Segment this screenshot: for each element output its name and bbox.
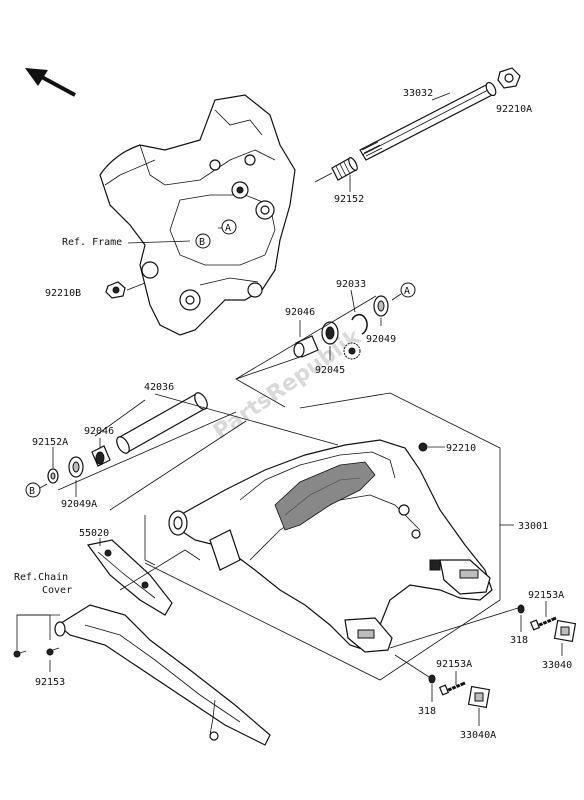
label-33040: 33040	[542, 660, 572, 671]
seal-92049	[373, 295, 389, 317]
label-42036: 42036	[144, 382, 174, 393]
label-92210: 92210	[446, 443, 476, 454]
watermark-text: PartsRepublik	[209, 324, 367, 445]
washer-92152a	[47, 468, 59, 484]
marker-b-frame: B	[195, 233, 211, 249]
bolt-92153a-bottom	[438, 681, 466, 696]
label-92152a: 92152A	[32, 437, 68, 448]
front-arrow-icon	[25, 68, 76, 97]
label-ref-chain: Ref.Chain	[14, 572, 68, 583]
seal-92049a	[68, 456, 84, 478]
nut-92210b	[105, 281, 126, 299]
part-labels: 33032 92210A 92152 Ref. Frame 92210B 920…	[14, 88, 572, 741]
swingarm-33001	[168, 439, 493, 653]
washer-318-right	[517, 604, 525, 614]
svg-text:B: B	[29, 486, 35, 497]
pivot-collar-42036	[116, 392, 208, 454]
label-55020: 55020	[79, 528, 109, 539]
label-ref-frame: Ref. Frame	[62, 237, 122, 248]
label-92046-top: 92046	[285, 307, 315, 318]
marker-b-seal: B	[25, 482, 41, 498]
label-92046-left: 92046	[84, 426, 114, 437]
marker-a-frame: A	[221, 219, 237, 235]
label-92152: 92152	[334, 194, 364, 205]
label-92049a: 92049A	[61, 499, 97, 510]
label-92033: 92033	[336, 279, 366, 290]
circlip-92033	[351, 313, 368, 335]
label-92049: 92049	[366, 334, 396, 345]
bolt-92153-b	[46, 647, 60, 656]
marker-a-seal: A	[400, 282, 416, 298]
adjuster-33040a	[467, 685, 491, 709]
label-33040a: 33040A	[460, 730, 496, 741]
collar-92152	[331, 157, 358, 181]
bearing-92045	[321, 321, 361, 360]
bolt-92153-a	[13, 650, 27, 658]
label-cover: Cover	[42, 585, 72, 596]
label-33001: 33001	[518, 521, 548, 532]
label-92153: 92153	[35, 677, 65, 688]
needle-bearing-92046-left	[91, 445, 111, 467]
label-33032: 33032	[403, 88, 433, 99]
label-92210b: 92210B	[45, 288, 81, 299]
svg-text:A: A	[404, 286, 410, 297]
label-318-right: 318	[510, 635, 528, 646]
label-92045: 92045	[315, 365, 345, 376]
label-318-bottom: 318	[418, 706, 436, 717]
pivot-nut-92210a	[497, 67, 521, 89]
chain-cover-reference	[54, 604, 271, 746]
svg-text:B: B	[199, 237, 205, 248]
label-92153a-bottom: 92153A	[436, 659, 472, 670]
label-92153a-right: 92153A	[528, 590, 564, 601]
bolt-92210	[418, 442, 428, 452]
pivot-shaft	[359, 81, 497, 161]
bolt-92153a-right	[529, 616, 557, 631]
svg-text:A: A	[225, 223, 231, 234]
frame-reference	[99, 94, 296, 336]
washer-318-bottom	[428, 674, 436, 684]
adjuster-33040	[553, 619, 577, 643]
label-92210a: 92210A	[496, 104, 532, 115]
leader-lines	[16, 92, 563, 726]
chain-guide-55020	[86, 539, 173, 616]
